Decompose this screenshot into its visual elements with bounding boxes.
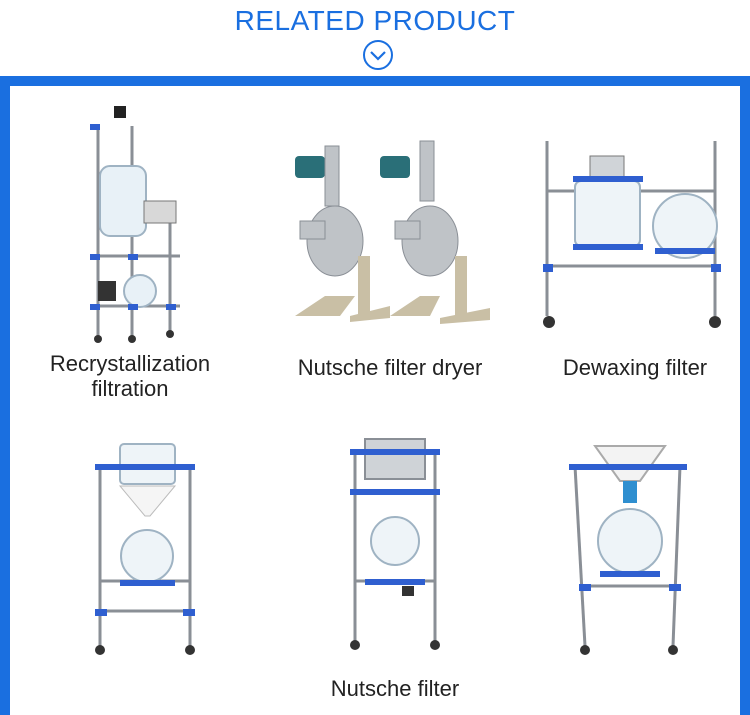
product-card-nutsche-2[interactable] xyxy=(340,431,450,661)
funnel-nutsche-filter-icon[interactable] xyxy=(555,436,695,661)
product-panel: Recrystallization filtration Nutsche fil… xyxy=(0,76,750,715)
chevron-down-circle-icon[interactable] xyxy=(362,39,394,71)
stainless-nutsche-filter-icon[interactable] xyxy=(340,431,450,661)
product-card-nutsche-3[interactable] xyxy=(555,436,695,661)
product-card-nutsche-1[interactable] xyxy=(85,436,205,661)
product-label-dewaxing[interactable]: Dewaxing filter xyxy=(562,355,708,380)
dewaxing-filter-rig-icon[interactable] xyxy=(535,136,730,336)
product-label-nutsche-filter[interactable]: Nutsche filter xyxy=(330,676,460,701)
jacketed-glass-reactor-icon[interactable] xyxy=(70,96,210,351)
product-label-filter-dryer[interactable]: Nutsche filter dryer xyxy=(297,355,483,380)
product-grid: Recrystallization filtration Nutsche fil… xyxy=(10,86,740,715)
product-card-filter-dryer[interactable] xyxy=(280,136,500,346)
product-card-dewaxing[interactable] xyxy=(535,136,730,346)
product-label-recrystallization[interactable]: Recrystallization filtration xyxy=(30,351,230,401)
section-title: RELATED PRODUCT xyxy=(234,5,516,36)
label-line-1: Recrystallization xyxy=(49,351,211,376)
glass-nutsche-filter-icon[interactable] xyxy=(85,436,205,661)
stainless-filter-dryer-icon[interactable] xyxy=(280,136,500,326)
label-line-2: filtration xyxy=(91,376,169,401)
section-header: RELATED PRODUCT xyxy=(0,0,750,76)
product-card-recrystallization[interactable] xyxy=(50,96,220,343)
